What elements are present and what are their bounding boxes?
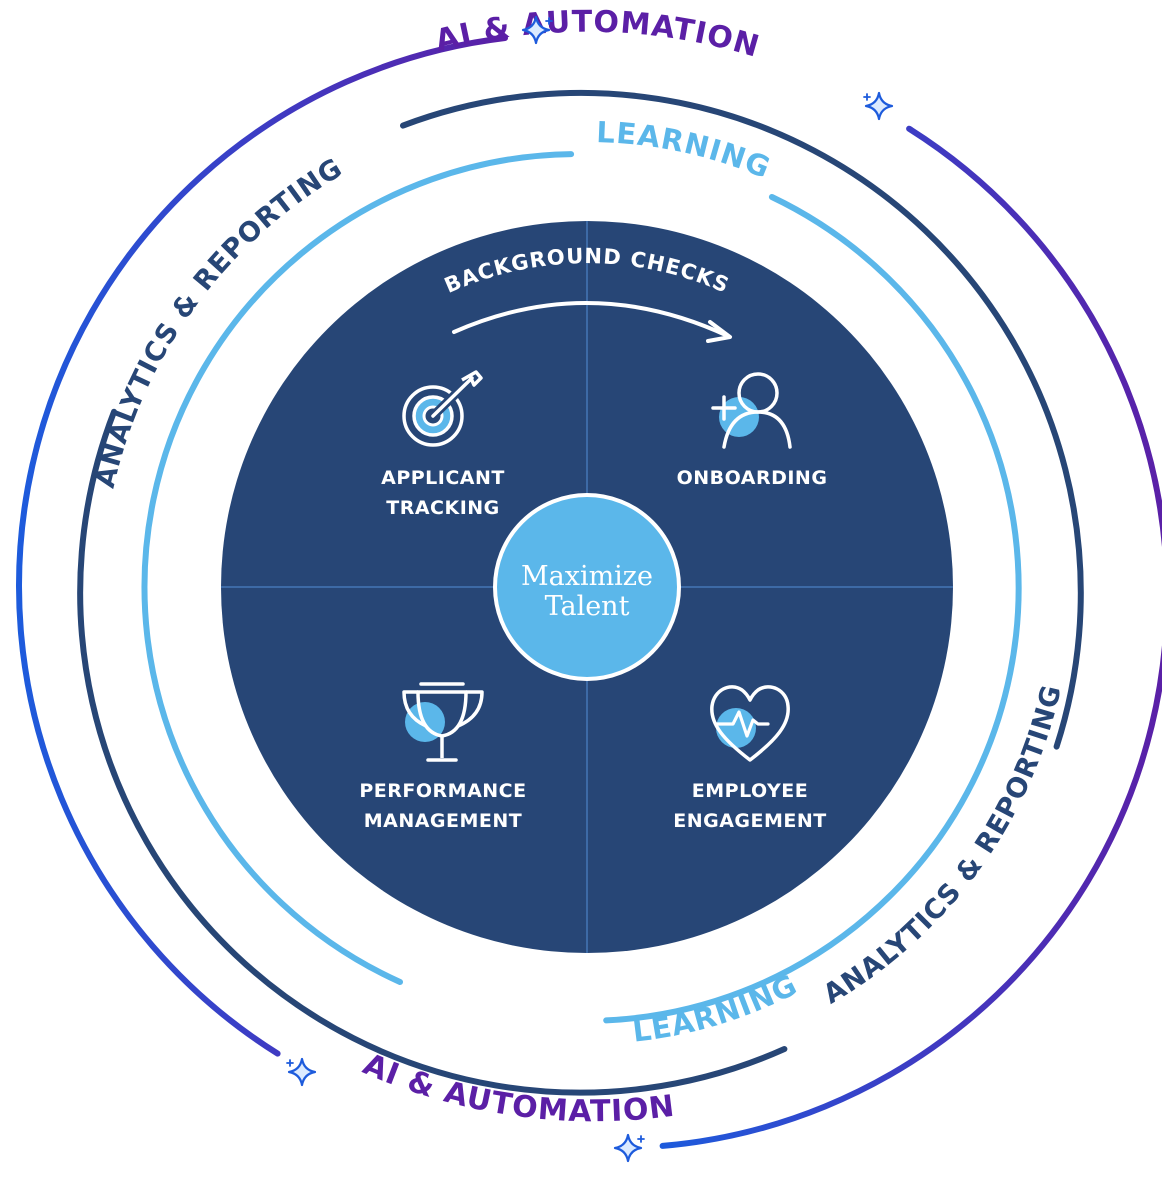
learning-ring-arc-left <box>141 151 575 985</box>
center-hub-circle <box>493 493 681 681</box>
heart-pulse-icon <box>710 685 790 762</box>
analytics-ring-arc-top <box>400 89 1084 750</box>
target-icon <box>402 370 483 447</box>
add-person-icon <box>711 372 792 449</box>
applicant-tracking-label-line1: APPLICANT <box>381 467 505 489</box>
quadrant-applicant-tracking: APPLICANT TRACKING <box>381 370 505 519</box>
sparkle-icon <box>863 91 894 121</box>
analytics-ring-arc-bottom <box>77 408 788 1096</box>
learning-label-top: LEARNING <box>596 115 776 185</box>
center-label-line1: Maximize <box>521 561 653 592</box>
ai-ring-arc-right <box>659 125 1162 1149</box>
background-checks-arrow-line <box>452 301 730 338</box>
learning-ring-arc-right <box>603 194 1022 1024</box>
employee-engagement-label-line1: EMPLOYEE <box>692 780 808 802</box>
sparkle-icon <box>613 1133 645 1163</box>
sparkle-icon <box>521 15 553 45</box>
employee-engagement-label-line2: ENGAGEMENT <box>673 810 827 832</box>
center-hub: Maximize Talent <box>493 493 681 681</box>
applicant-tracking-label-line2: TRACKING <box>386 497 500 519</box>
ai-automation-label-top-path: AI & AUTOMATION <box>432 5 763 65</box>
performance-management-label-line1: PERFORMANCE <box>359 780 526 802</box>
center-label-line2: Talent <box>545 591 630 622</box>
trophy-icon <box>402 682 484 762</box>
sparkle-icon <box>286 1057 317 1087</box>
performance-management-label-line2: MANAGEMENT <box>364 810 523 832</box>
quadrant-employee-engagement: EMPLOYEE ENGAGEMENT <box>673 685 827 832</box>
learning-label-bottom: LEARNING <box>631 967 803 1048</box>
learning-label-bottom-path: LEARNING <box>631 967 802 1048</box>
onboarding-label: ONBOARDING <box>677 467 828 489</box>
learning-label-top-path: LEARNING <box>596 115 775 185</box>
ai-automation-label-top: AI & AUTOMATION <box>432 5 764 65</box>
quadrant-onboarding: ONBOARDING <box>677 372 828 489</box>
ai-ring-arc-left <box>16 35 508 1057</box>
quadrant-performance-management: PERFORMANCE MANAGEMENT <box>359 682 526 832</box>
arrow-head-icon <box>706 320 732 343</box>
